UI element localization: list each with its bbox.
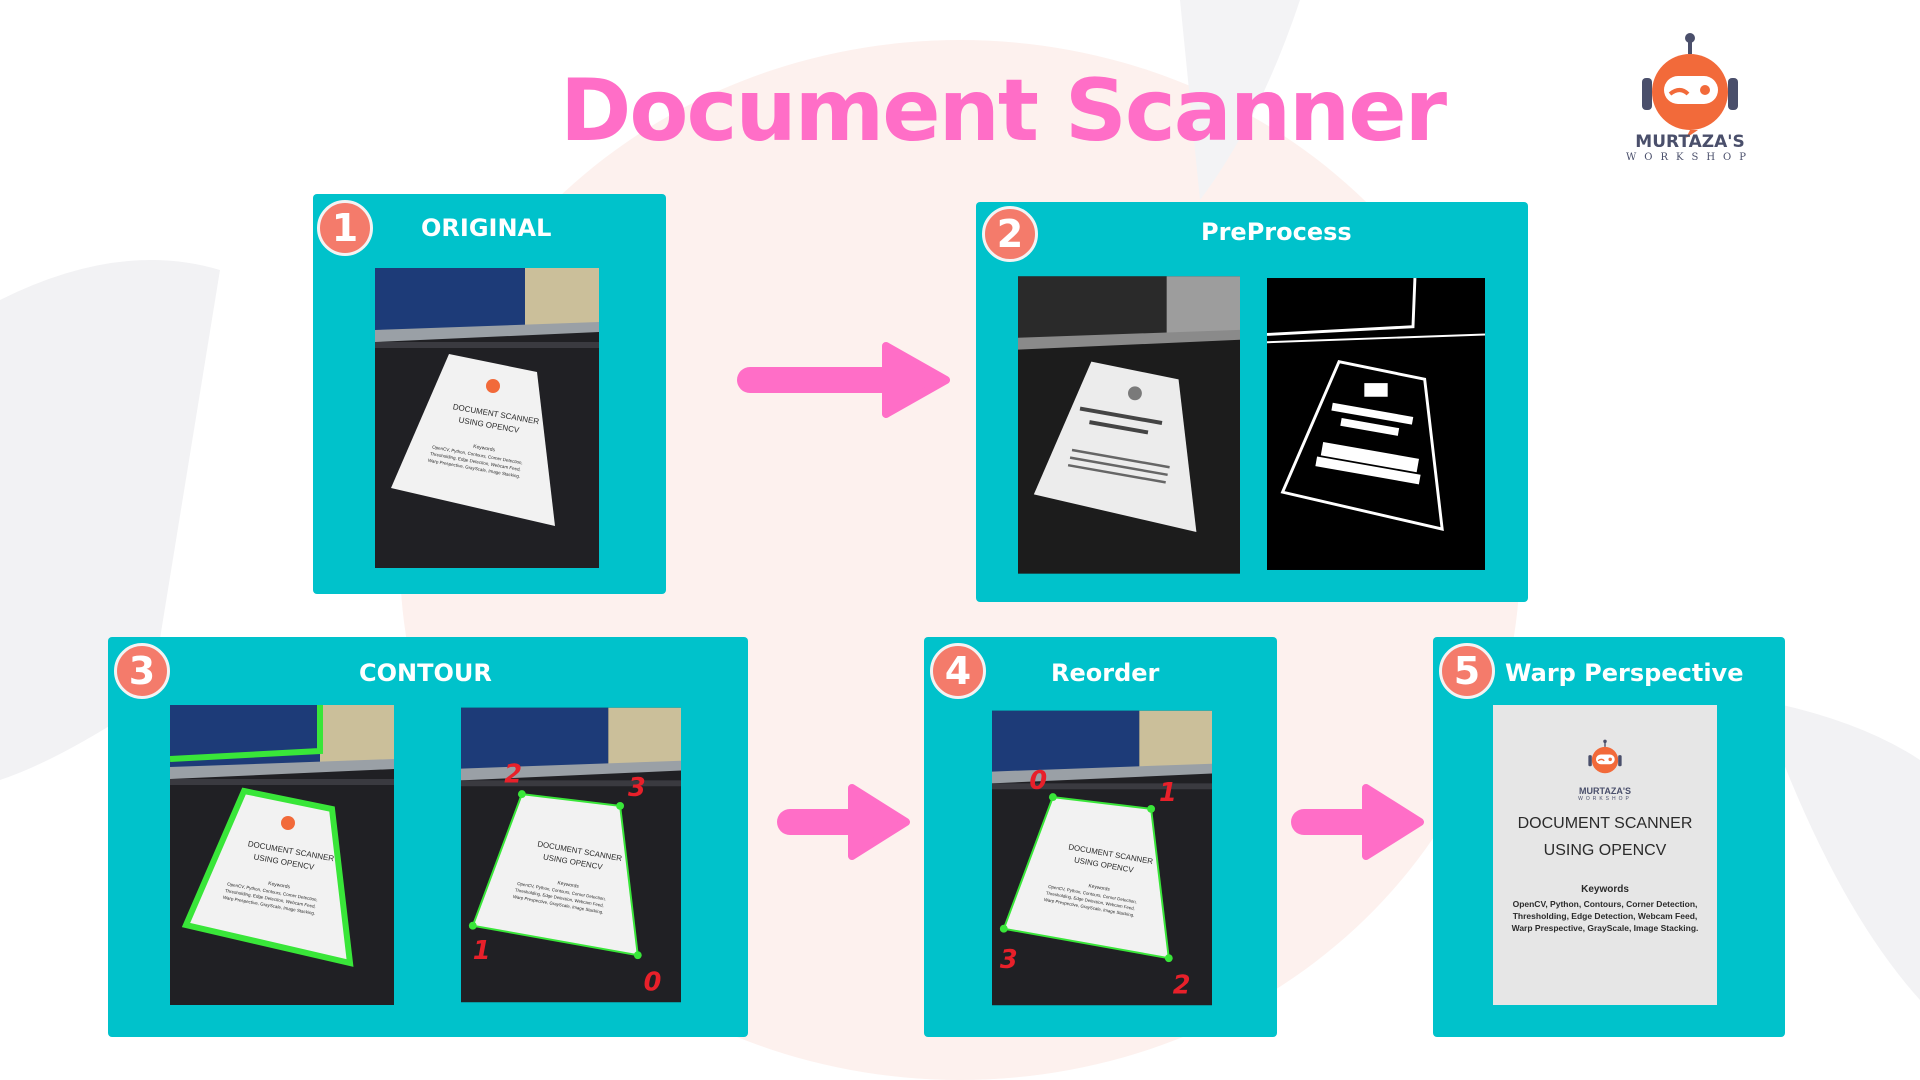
brand-tagline: WORKSHOP (1626, 152, 1754, 163)
arrow-right-icon (777, 784, 910, 860)
doc-keywords-heading: Keywords (1581, 884, 1629, 895)
corner-label: 2 (504, 759, 522, 789)
original-photo: DOCUMENT SCANNER USING OPENCV Keywords O… (375, 268, 599, 568)
corner-label: 0 (644, 968, 662, 998)
doc-keywords-line3: Warp Prespective, GrayScale, Image Stack… (1511, 923, 1699, 933)
corner-label: 1 (1159, 778, 1177, 808)
corner-label: 0 (1029, 766, 1047, 796)
doc-keywords-heading: Keywords (1088, 883, 1111, 893)
step-badge: 5 (1439, 643, 1495, 699)
brand-name: MURTAZA'S (1635, 132, 1745, 152)
step-label: Warp Perspective (1505, 659, 1744, 687)
step-panel-original: 1 ORIGINAL DOCUMENT SCANNER USING OPENCV… (313, 194, 666, 594)
robot-logo-icon (1588, 739, 1622, 774)
arrow-right-icon (737, 342, 950, 418)
doc-brand-sub: WORKSHOP (1578, 796, 1632, 802)
corner-label: 1 (473, 936, 491, 966)
contour-all-photo: DOCUMENT SCANNER USING OPENCV Keywords O… (170, 705, 394, 1005)
step-badge: 4 (930, 643, 986, 699)
doc-keywords-line2: Thresholding, Edge Detection, Webcam Fee… (1512, 911, 1698, 921)
step-badge: 1 (317, 200, 373, 256)
doc-title-line2: USING OPENCV (1543, 842, 1667, 859)
doc-title-line1: DOCUMENT SCANNER (1517, 815, 1693, 832)
corner-label: 3 (628, 773, 646, 803)
step-label: Reorder (1051, 659, 1160, 687)
step-panel-reorder: 4 Reorder DOCUMENT SCANNER USING OPENCV … (924, 637, 1277, 1037)
doc-keywords-heading: Keywords (473, 444, 496, 454)
warped-document: MURTAZA'S WORKSHOP DOCUMENT SCANNER USIN… (1493, 705, 1717, 1005)
doc-brand-name: MURTAZA'S (1579, 786, 1631, 796)
step-badge: 2 (982, 206, 1038, 262)
step-panel-contour: 3 CONTOUR DOCUMENT SCANNER USING OPENCV … (108, 637, 748, 1037)
robot-logo-icon (1642, 33, 1738, 138)
doc-keywords-heading: Keywords (268, 881, 291, 891)
corner-label: 2 (1173, 971, 1191, 1001)
corner-label: 3 (1000, 945, 1018, 975)
arrow-right-icon (1291, 784, 1424, 860)
grayscale-photo (1018, 275, 1240, 575)
doc-keywords-line1: OpenCV, Python, Contours, Corner Detecti… (1512, 899, 1698, 909)
contour-corners-photo: DOCUMENT SCANNER USING OPENCV Keywords O… (461, 705, 681, 1005)
step-label: PreProcess (1201, 218, 1352, 246)
step-label: ORIGINAL (421, 214, 552, 242)
step-badge: 3 (114, 643, 170, 699)
edge-detection-photo (1267, 274, 1485, 574)
step-label: CONTOUR (359, 659, 492, 687)
step-panel-preprocess: 2 PreProcess (976, 202, 1528, 602)
doc-keywords-heading: Keywords (557, 880, 580, 890)
reorder-photo: DOCUMENT SCANNER USING OPENCV Keywords O… (992, 710, 1212, 1006)
page-title: Document Scanner (560, 61, 1447, 161)
